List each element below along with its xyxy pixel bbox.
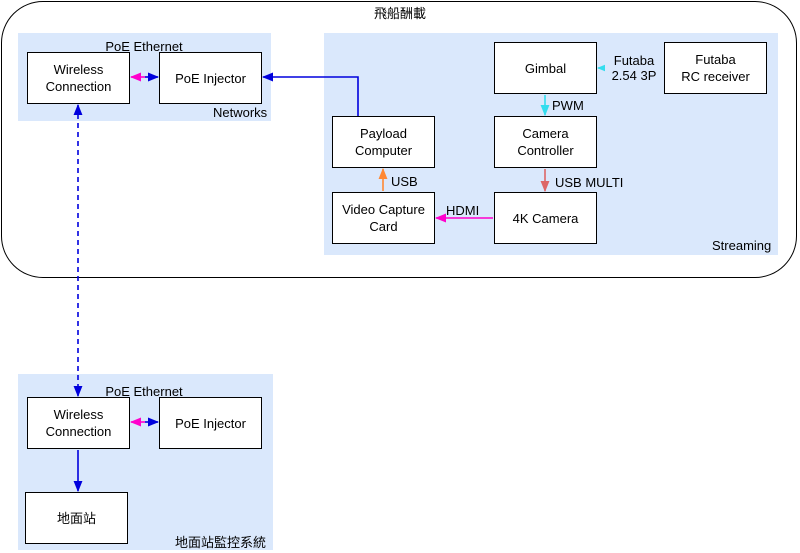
gimbal-node[interactable]: Gimbal	[494, 42, 597, 94]
camera-controller-node[interactable]: Camera Controller	[494, 116, 597, 168]
hdmi-label: HDMI	[446, 203, 480, 218]
ground-segment-label: PoE Ethernet	[105, 384, 183, 399]
4k-camera-node[interactable]: 4K Camera	[494, 192, 597, 244]
ground-group-label: 地面站監控系統	[175, 535, 267, 550]
ground-poe-injector-node[interactable]: PoE Injector	[159, 397, 262, 449]
streaming-group-label: Streaming	[712, 238, 772, 253]
wireless-connection-node[interactable]: Wireless Connection	[27, 52, 130, 104]
futaba-receiver-node[interactable]: Futaba RC receiver	[664, 42, 767, 94]
futaba-link-label: Futaba 2.54 3P	[605, 53, 663, 83]
ground-wireless-connection-node[interactable]: Wireless Connection	[27, 397, 130, 449]
usb-multi-label: USB MULTI	[555, 175, 624, 190]
usb-label: USB	[391, 174, 418, 189]
networks-segment-label: PoE Ethernet	[105, 39, 183, 54]
ground-station-node[interactable]: 地面站	[25, 492, 128, 544]
payload-container	[1, 1, 797, 278]
poe-injector-node[interactable]: PoE Injector	[159, 52, 262, 104]
edge-payload-to-poe	[261, 72, 359, 116]
payload-computer-node[interactable]: Payload Computer	[332, 116, 435, 168]
payload-title: 飛船酬載	[373, 6, 426, 21]
pwm-label: PWM	[552, 98, 584, 113]
networks-group-label: Networks	[213, 105, 268, 120]
video-capture-card-node[interactable]: Video Capture Card	[332, 192, 435, 244]
